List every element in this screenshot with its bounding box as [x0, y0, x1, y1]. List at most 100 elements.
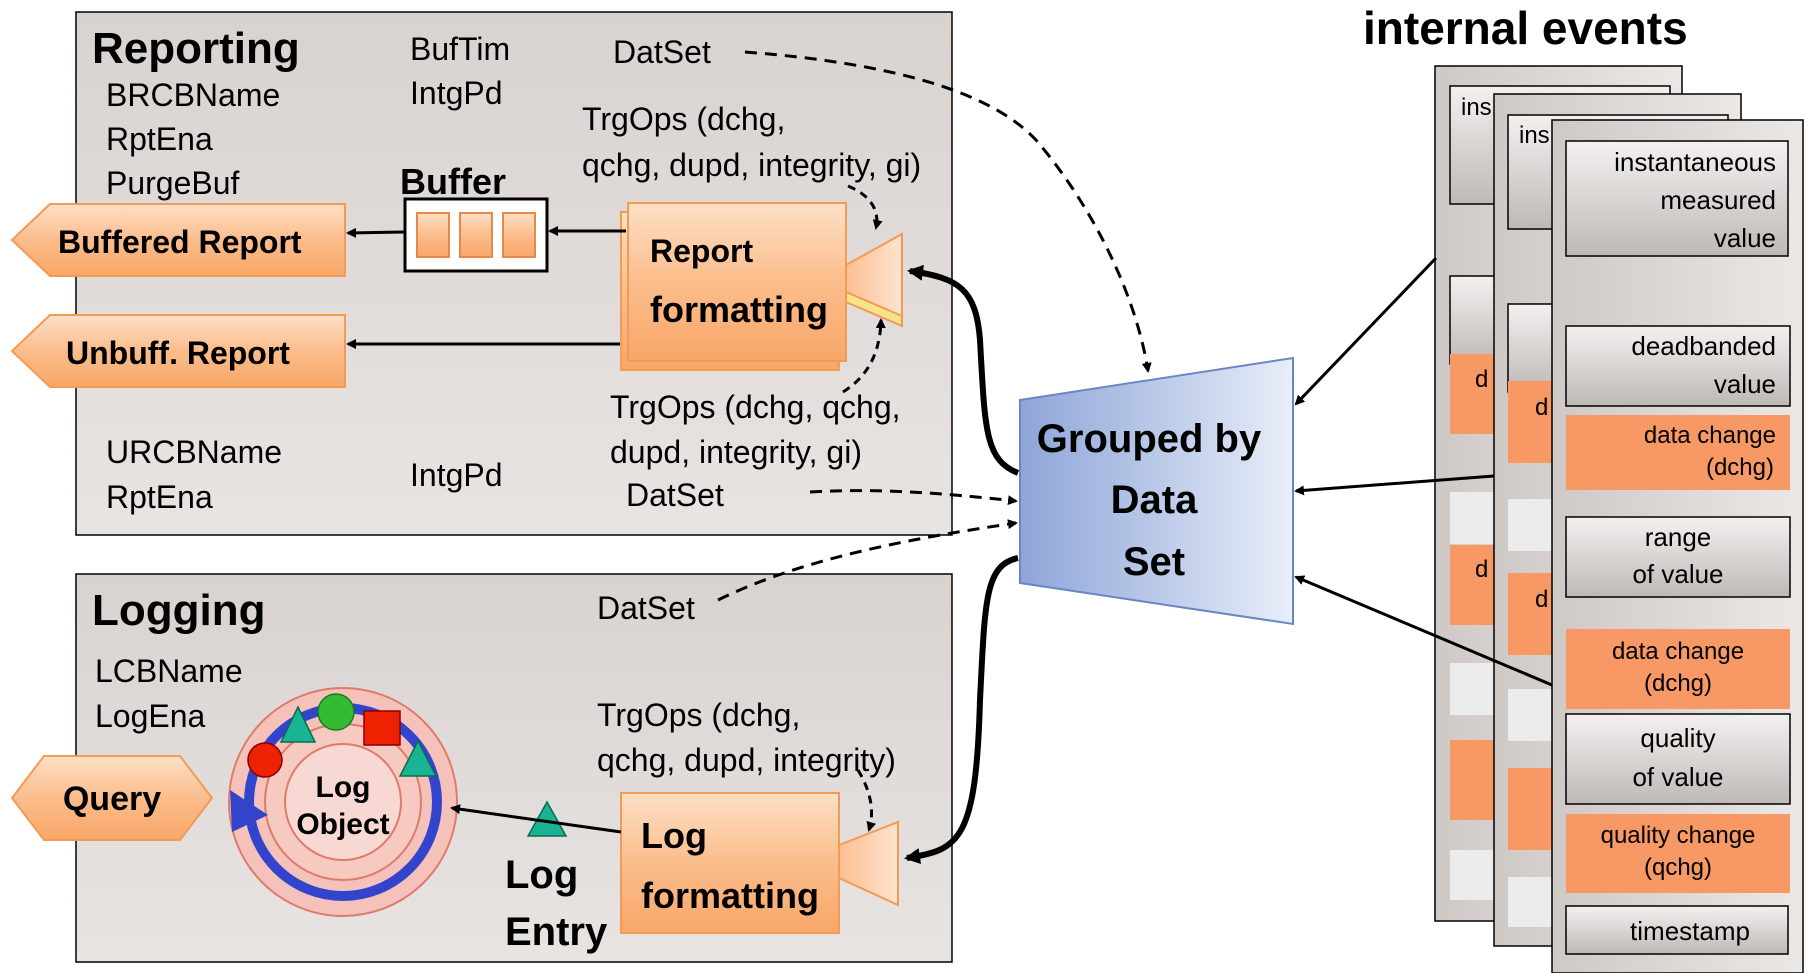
back2-fragment-d2: d [1475, 556, 1488, 583]
trgops-buffered-line1: TrgOps (dchg, [582, 101, 785, 137]
log-formatting-line1: Log [641, 815, 707, 856]
unbuff-report-label: Unbuff. Report [66, 335, 290, 371]
intg-pd-label: IntgPd [410, 75, 503, 111]
dataset-line1: Grouped by [1037, 417, 1262, 461]
trgops-unbuff-line1: TrgOps (dchg, qchg, [610, 389, 901, 425]
buffer-label: Buffer [400, 161, 506, 202]
report-formatting-box: Report formatting [620, 202, 903, 371]
deadbanded-item [1565, 325, 1791, 407]
logging-trgops-dashed [856, 769, 877, 832]
quality-item [1565, 713, 1791, 805]
dataset-line2: Data [1111, 478, 1198, 522]
dchg-item-1 [1566, 415, 1790, 490]
logging-dat-set-label: DatSet [597, 590, 695, 626]
log-formatting-box: Log formatting [620, 792, 899, 934]
green-triangle-event-2 [398, 739, 438, 777]
instantaneous-line1: instantaneous [1614, 147, 1776, 177]
buffer-to-buffered-report-arrow [346, 227, 406, 238]
back2-fragment-d1: d [1475, 366, 1488, 393]
instantaneous-item [1565, 140, 1789, 257]
logging-trgops-line2: qchg, dupd, integrity) [597, 742, 896, 778]
purge-buf-label: PurgeBuf [106, 165, 240, 201]
logging-title: Logging [92, 586, 266, 635]
buffered-report-label: Buffered Report [58, 224, 302, 260]
back2-fragment-ins: ins [1461, 94, 1492, 121]
dataset-to-report-formatting-arrow [907, 264, 1020, 476]
intg-pd-2-label: IntgPd [410, 457, 503, 493]
dchg-1-line1: data change [1644, 422, 1776, 449]
rpt-ena-2-label: RptEna [106, 479, 213, 515]
qchg-item [1566, 814, 1790, 893]
connectors [346, 50, 1553, 864]
trgops-unbuff-line2: dupd, integrity, gi) [610, 434, 862, 470]
timestamp-label: timestamp [1630, 916, 1750, 946]
internal-events-title: internal events [1363, 2, 1688, 54]
rpt-ena-label: RptEna [106, 121, 213, 157]
event-back1-to-dataset-arrow [1294, 474, 1495, 496]
log-entry-line2: Entry [505, 910, 608, 954]
deadbanded-line2: value [1714, 369, 1776, 399]
buffered-report-tag[interactable]: Buffered Report [10, 203, 346, 277]
instantaneous-line3: value [1714, 223, 1776, 253]
report-formatting-line2: formatting [650, 289, 828, 330]
range-line1: range [1645, 522, 1712, 552]
green-triangle-event [279, 705, 317, 743]
event-card-front: instantaneous measured value deadbanded … [1551, 119, 1804, 973]
event-front-to-dataset-arrow [1294, 575, 1553, 687]
urcb-datset-to-dataset-dashed [809, 489, 1018, 506]
qchg-line2: (qchg) [1644, 854, 1712, 881]
log-ena-label: LogEna [95, 698, 206, 734]
log-formatting-to-log-object-arrow [450, 804, 622, 834]
brcb-name-label: BRCBName [106, 77, 280, 113]
log-object-line2: Object [296, 808, 389, 841]
dchg-1-line2: (dchg) [1706, 454, 1774, 481]
logging-panel: Logging LCBName LogEna DatSet TrgOps (dc… [75, 573, 953, 963]
quality-line2: of value [1632, 762, 1723, 792]
trgops-unbuff-dashed [842, 318, 886, 394]
urcb-name-label: URCBName [106, 434, 282, 470]
lcb-name-label: LCBName [95, 653, 243, 689]
deadbanded-line1: deadbanded [1631, 331, 1776, 361]
report-formatting-line1: Report [650, 233, 753, 269]
buffer-box [403, 197, 549, 273]
range-item [1565, 516, 1791, 598]
red-circle-event [247, 742, 283, 778]
dat-set-label: DatSet [613, 34, 711, 70]
qchg-line1: quality change [1601, 822, 1756, 849]
query-label: Query [63, 780, 161, 818]
timestamp-item [1565, 905, 1789, 955]
query-tag[interactable]: Query [10, 755, 214, 841]
red-square-event [363, 710, 401, 746]
green-circle-event [317, 693, 355, 731]
back1-fragment-d2: d [1535, 586, 1548, 613]
trgops-buffered-dashed [847, 184, 883, 230]
ring-arrow-head [230, 790, 268, 832]
log-entry-line1: Log [505, 853, 578, 897]
quality-line1: quality [1640, 723, 1715, 753]
reporting-panel: Reporting BRCBName RptEna PurgeBuf BufTi… [75, 11, 953, 536]
dat-set-2-label: DatSet [626, 477, 724, 513]
reporting-title: Reporting [92, 24, 300, 73]
dataset-to-log-formatting-arrow [904, 555, 1019, 864]
logging-datset-to-dataset-dashed [717, 519, 1018, 602]
log-formatting-line2: formatting [641, 875, 819, 916]
log-object: Log Object [228, 687, 458, 917]
trgops-buffered-line2: qchg, dupd, integrity, gi) [582, 147, 921, 183]
event-back2-to-dataset-arrow [1294, 256, 1438, 406]
logging-trgops-line1: TrgOps (dchg, [597, 697, 800, 733]
range-line2: of value [1632, 559, 1723, 589]
buf-tim-label: BufTim [410, 31, 510, 67]
log-object-line1: Log [316, 771, 371, 804]
dchg-2-line1: data change [1612, 638, 1744, 665]
instantaneous-line2: measured [1660, 185, 1776, 215]
back1-fragment-ins: ins [1519, 122, 1550, 149]
back1-fragment-d1: d [1535, 394, 1548, 421]
dataset-line3: Set [1123, 540, 1185, 584]
dchg-item-2 [1566, 629, 1790, 709]
grouped-by-data-set: Grouped by Data Set [1019, 356, 1294, 626]
dchg-2-line2: (dchg) [1644, 670, 1712, 697]
unbuff-report-tag[interactable]: Unbuff. Report [10, 314, 346, 388]
datset-to-dataset-dashed [744, 50, 1152, 373]
